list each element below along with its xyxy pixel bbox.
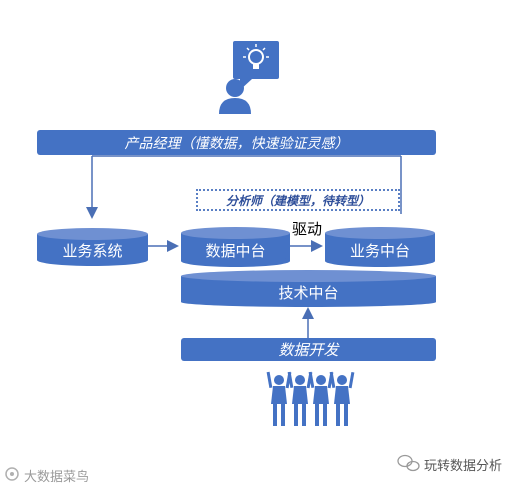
team-cheering-icon — [266, 371, 355, 426]
wechat-icon — [397, 454, 420, 472]
drive-label: 驱动 — [292, 220, 323, 238]
business-platform-cylinder — [325, 227, 435, 267]
business-system-cylinder — [37, 228, 148, 266]
data-development-bar: 数据开发 — [181, 338, 436, 361]
tech-platform-cylinder — [181, 270, 436, 307]
business-platform-label: 业务中台 — [349, 241, 410, 260]
analyst-box: 分析师（建模型，待转型） — [196, 189, 400, 211]
watermark-right: 玩转数据分析 — [424, 459, 503, 474]
analyst-label: 分析师（建模型，待转型） — [225, 193, 370, 208]
business-system-label: 业务系统 — [62, 241, 123, 260]
tech-platform-label: 技术中台 — [278, 283, 339, 302]
person-lightbulb-icon — [219, 41, 279, 114]
data-platform-cylinder — [181, 227, 290, 267]
data-development-label: 数据开发 — [278, 341, 339, 359]
product-manager-label: 产品经理（懂数据，快速验证灵感） — [124, 135, 349, 152]
watermark-left: 大数据菜鸟 — [24, 470, 90, 485]
product-manager-bar: 产品经理（懂数据，快速验证灵感） — [37, 130, 436, 155]
watermark-logo-left — [5, 467, 19, 481]
data-platform-label: 数据中台 — [205, 241, 266, 260]
